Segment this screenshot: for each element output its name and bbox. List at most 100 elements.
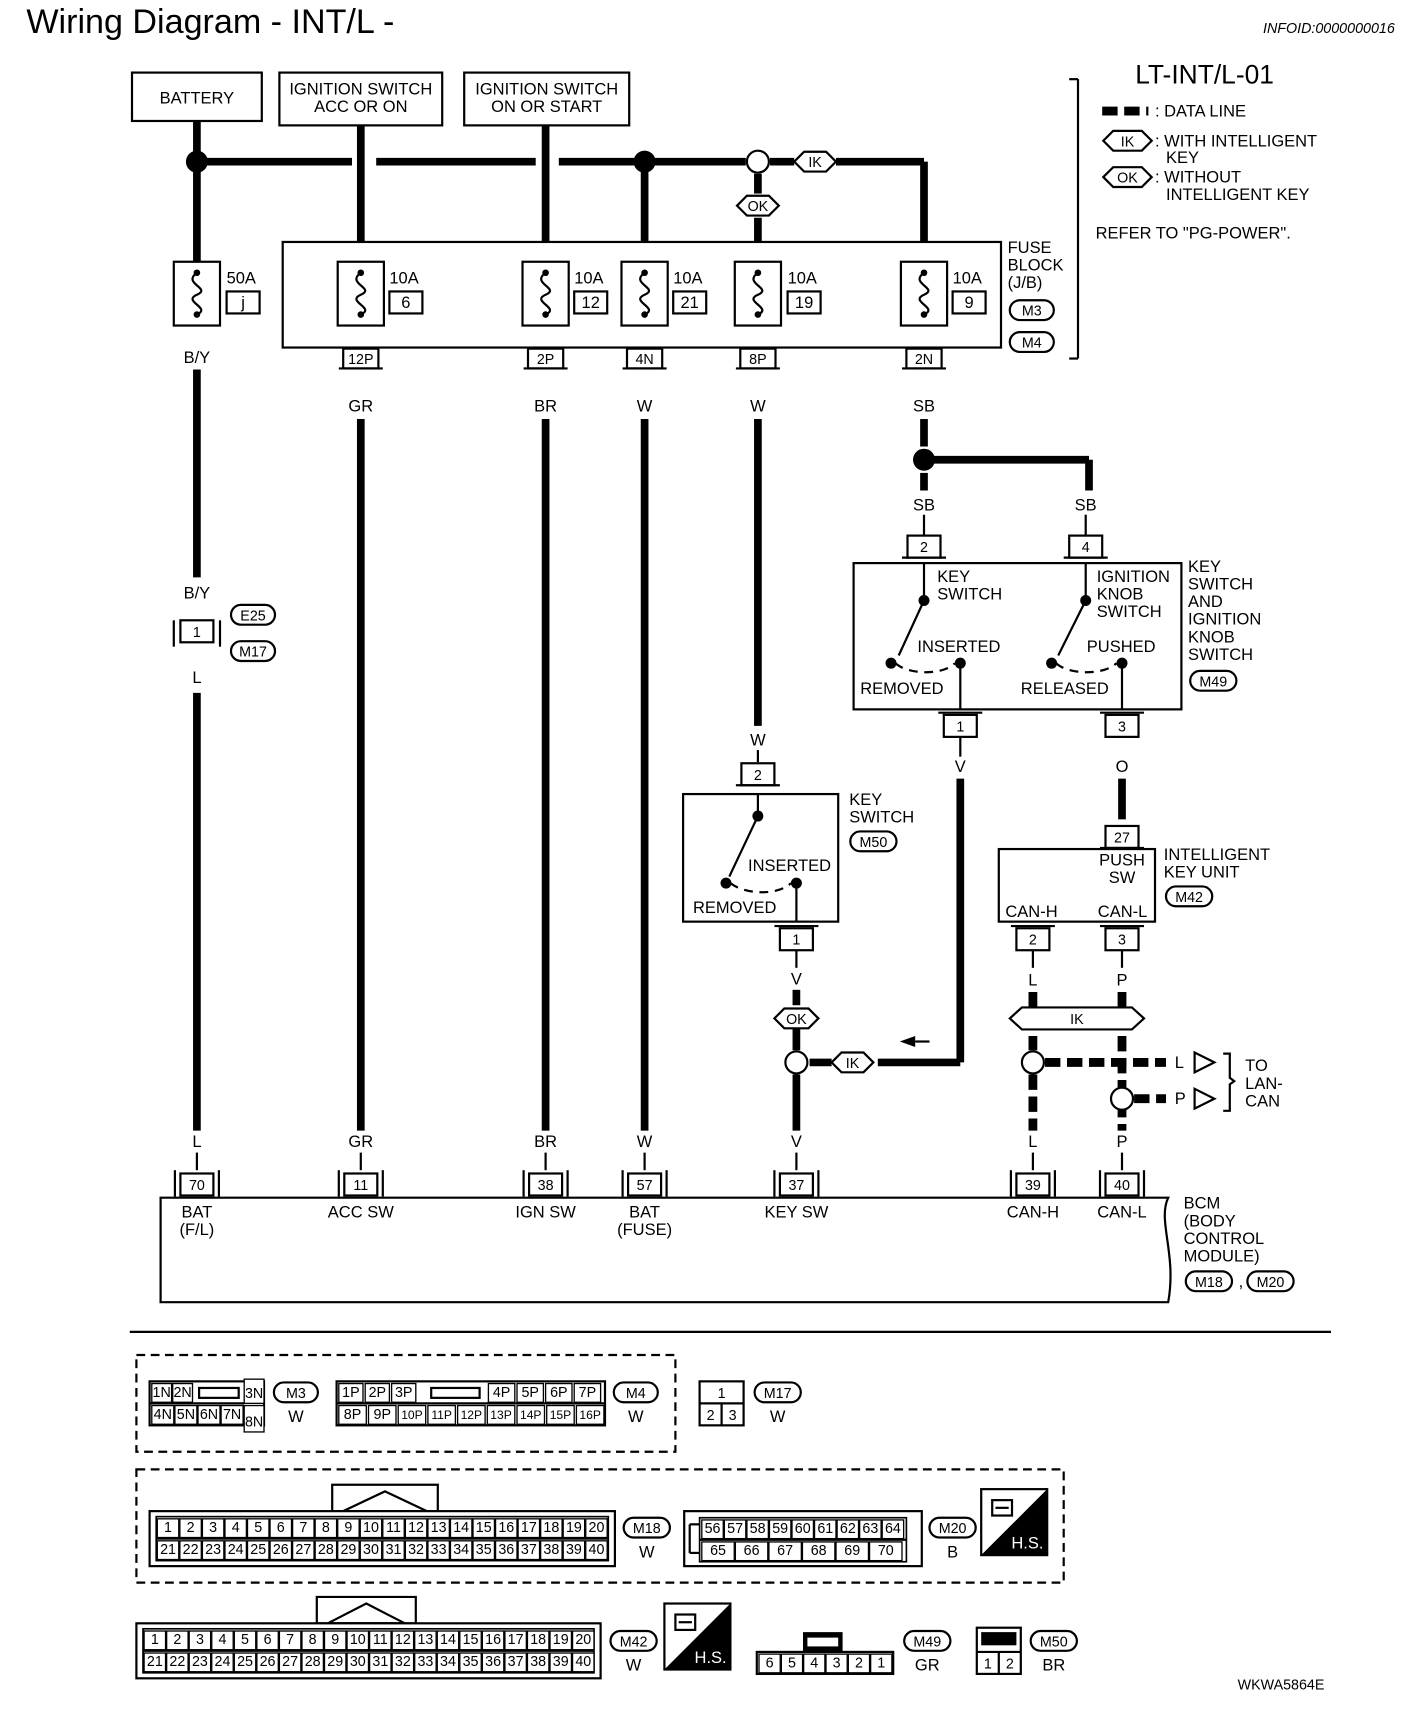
m42-pin-17-cell (504, 1630, 528, 1651)
fuse-block-label-3: (J/B) (1008, 274, 1043, 292)
m50-wire-v: V (791, 970, 802, 988)
m50-wire-w: W (750, 732, 766, 750)
iku-wire-p: P (1116, 971, 1127, 989)
fuse-10a-12 (521, 260, 570, 327)
m4-pin-14p-cell (516, 1404, 546, 1425)
m42-pin-8: 8 (309, 1632, 317, 1648)
m42-pin-30-cell (346, 1652, 370, 1673)
m18-code: M18 (633, 1521, 661, 1537)
m42-pin-7-cell (278, 1630, 302, 1651)
to-lan-1: TO (1245, 1057, 1268, 1075)
m49-view-pin-4-cell (802, 1653, 826, 1674)
m42-pin-40: 40 (575, 1654, 591, 1670)
m42-pin-14: 14 (440, 1632, 456, 1648)
m3-pin-4n-cell (151, 1404, 175, 1425)
legend-ok-text-1: : WITHOUT (1155, 169, 1241, 187)
m4-slot (430, 1386, 481, 1399)
bcm-pin-57: 57 (637, 1178, 653, 1194)
m20-pin-60-cell (791, 1519, 815, 1540)
m42-pin-9: 9 (331, 1632, 339, 1648)
bcm-title-3: CONTROL (1184, 1230, 1265, 1248)
m18-pin-16-cell (494, 1518, 518, 1539)
m42-pin-1-cell (143, 1630, 167, 1651)
connector-group-1 (135, 1353, 677, 1453)
m49-title-5: KNOB (1188, 628, 1235, 646)
m18-pin-13-cell (427, 1518, 451, 1539)
m42-pin-21-cell (143, 1652, 167, 1673)
m4-pin-11p-cell (427, 1404, 457, 1425)
legend: : DATA LINE IK : WITH INTELLIGENT KEY OK… (1069, 78, 1317, 360)
can-h-junction (1020, 1050, 1045, 1075)
ign-acc-label-1: IGNITION SWITCH (289, 81, 432, 99)
m18-pin-2-cell (179, 1518, 202, 1539)
m42-pin-27: 27 (282, 1654, 298, 1670)
m42-pin-8-cell (301, 1630, 325, 1651)
iku-wire-l: L (1028, 971, 1037, 989)
m3-pin-3n-cell (243, 1378, 265, 1405)
m18-pin-37: 37 (521, 1542, 537, 1558)
m18-pin-24: 24 (228, 1542, 244, 1558)
m42-pin-11: 11 (373, 1632, 388, 1648)
m42-pin-39: 39 (553, 1654, 569, 1670)
m42-pin-22: 22 (169, 1654, 185, 1670)
m49-title-6: SWITCH (1188, 646, 1253, 664)
fuse-6-rating: 10A (953, 270, 982, 288)
m49-wire-v: V (955, 758, 966, 776)
m4-pin-9p: 9P (374, 1407, 391, 1423)
bcm-wire-v: V (791, 1133, 802, 1151)
iku-code: M42 (1175, 890, 1203, 906)
m3-pin-1n: 1N (153, 1385, 171, 1401)
m49-key-label-2: SWITCH (937, 585, 1002, 603)
m20-pin-67: 67 (777, 1543, 793, 1559)
bcm-t57-label-1: BAT (629, 1203, 660, 1221)
ok-tag-keysw (772, 1007, 820, 1030)
m18-pin-1-cell (156, 1518, 180, 1539)
bcm-code-m20: M20 (1257, 1275, 1285, 1291)
m42-pin-11-cell (368, 1630, 392, 1651)
fuse-2-rating: 10A (389, 270, 418, 288)
m49-title-3: AND (1188, 593, 1223, 611)
m42-pin-29: 29 (327, 1654, 343, 1670)
m18-pin-26: 26 (273, 1542, 289, 1558)
m42-pin-19: 19 (553, 1632, 569, 1648)
m50-view-code: M50 (1040, 1634, 1068, 1650)
legend-data-line: : DATA LINE (1155, 103, 1246, 121)
m18-pin-20: 20 (589, 1520, 605, 1536)
m49-knob-label-2: KNOB (1097, 585, 1144, 603)
wire-w-top-1: W (637, 397, 653, 415)
m18-pin-23-cell (201, 1540, 225, 1561)
bcm-t40-label: CAN-L (1097, 1203, 1146, 1221)
m18-pin-39: 39 (566, 1542, 582, 1558)
m42-pin-34: 34 (440, 1654, 456, 1670)
fuse-block-label-1: FUSE (1008, 239, 1052, 257)
inline-connector-pin: 1 (193, 625, 201, 641)
m49-v-wire (877, 736, 965, 1067)
bcm-wire-gr: GR (348, 1133, 373, 1151)
m20-pin-66-cell (734, 1541, 769, 1562)
m18-pin-4: 4 (232, 1520, 240, 1536)
m49-wire-sb-1: SB (913, 496, 935, 514)
bcm-pin-70: 70 (189, 1178, 205, 1194)
bcm-wire-br: BR (534, 1133, 557, 1151)
wire-b-y-top: B/Y (184, 349, 211, 367)
bcm-pin-38: 38 (538, 1178, 554, 1194)
bcm-title-4: MODULE) (1184, 1247, 1260, 1265)
m18-pin-9-cell (337, 1518, 360, 1539)
m42-pin-14-cell (436, 1630, 460, 1651)
ign-on-label-2: ON OR START (491, 98, 602, 116)
m49-pin-2: 2 (920, 540, 928, 556)
wire-sb-top: SB (913, 397, 935, 415)
m20-pin-59-cell (768, 1519, 792, 1540)
m49-wire-sb-2: SB (1075, 496, 1097, 514)
m18-pin-12: 12 (408, 1520, 424, 1536)
m49-knob-switch-arm (1057, 600, 1087, 656)
fuse-10a-19 (733, 260, 783, 327)
m4-pin-3p-cell (390, 1382, 417, 1403)
m17-pin-3: 3 (729, 1408, 737, 1424)
m18-pin-32-cell (404, 1540, 428, 1561)
m4-pin-7p: 7P (579, 1385, 596, 1401)
fuse-1-rating: 50A (227, 270, 256, 288)
m42-pin-3-cell (188, 1630, 212, 1651)
fuse-3-rating: 10A (574, 270, 603, 288)
